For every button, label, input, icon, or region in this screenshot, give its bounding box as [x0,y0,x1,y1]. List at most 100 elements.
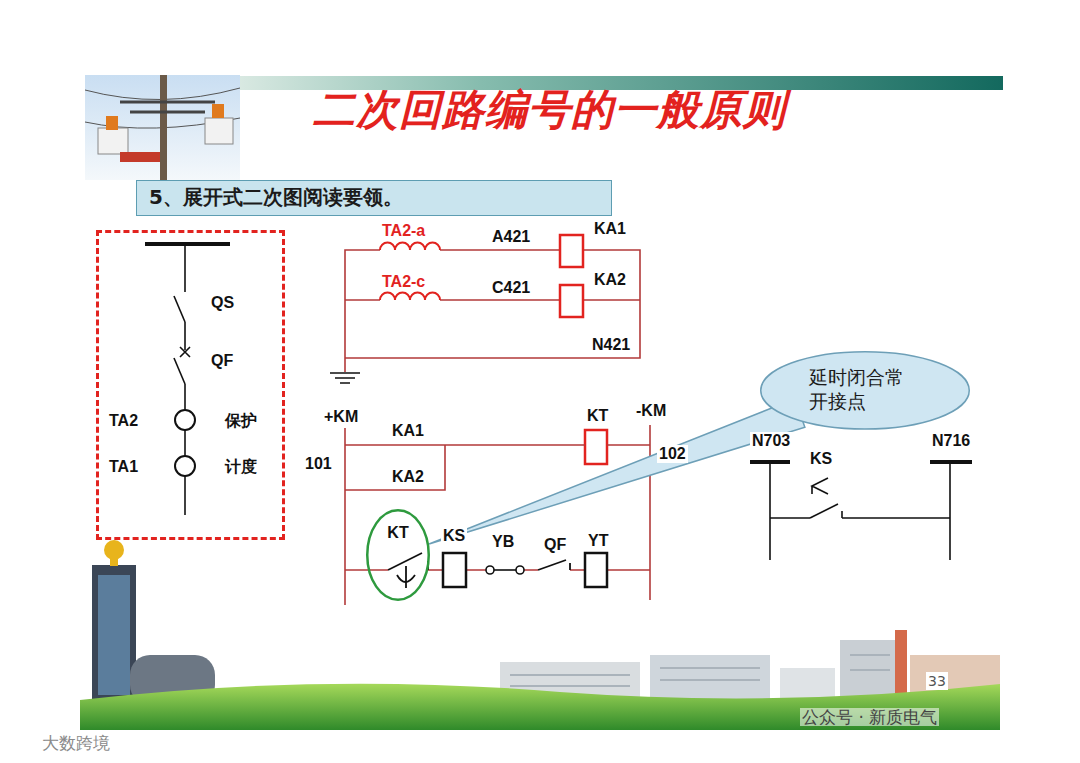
primary-circuit-frame-text: QF [211,351,233,371]
control-circuit-wire [649,425,651,600]
wire-number: 101 [303,455,334,473]
campus-buildings [650,655,770,700]
primary-wiring [184,322,186,350]
control-circuit-wire [345,425,650,605]
signal-circuit-wire [810,504,838,518]
primary-circuit-frame-text: 保护 [225,411,257,431]
tower-building [104,540,124,560]
callout-bubble-text: 延时闭合常 开接点 [809,366,921,414]
signal-circuit-wire [750,462,972,560]
tower-building [110,558,118,566]
control-circuit-wire [345,445,445,490]
relay-coil [585,430,607,464]
primary-wiring [184,384,186,410]
current-transformer-coil [380,243,440,250]
wire-number: A421 [490,228,532,246]
tower-building [92,540,215,705]
callout-bubble: 延时闭合常 开接点 [760,351,970,430]
contact-label: KA2 [390,468,426,486]
header-photo [120,102,215,112]
relay-label: KS [441,527,467,545]
relay-label: YT [586,532,610,550]
grass [80,684,1000,730]
ground-symbol [330,373,360,383]
primary-circuit-frame-text: TA2 [109,411,138,431]
control-circuit-wire [344,428,346,605]
header-photo [160,75,167,180]
signal-circuit-wire [770,462,950,560]
relay-coil [560,285,583,317]
slide-title: 二次回路编号的一般原则 [313,82,786,138]
fuse-link-symbol [486,566,494,574]
contact-label: KA1 [390,422,426,440]
primary-circuit-frame-text: 计度 [225,457,257,477]
control-circuit-wire [345,444,650,446]
contact-symbol [405,566,407,588]
link-label: YB [490,533,516,551]
relay-label: KT [585,407,610,425]
transformer-label: TA2-a [380,222,427,240]
primary-wiring [175,410,195,430]
primary-wiring [174,358,185,384]
bus-label: +KM [322,408,360,426]
current-circuit-wire [345,250,640,372]
primary-wiring [175,456,195,476]
signal-circuit-wire [750,460,972,464]
relay-label: KA1 [592,220,628,238]
ground-symbol [330,373,360,383]
callout-bubble-outline [761,351,970,428]
header-photo [205,118,233,144]
current-circuit-wire [345,299,380,301]
highlight-circle-outline [367,510,429,600]
signal-circuit-wire [841,511,843,518]
wire-number: C421 [490,279,532,297]
callout-pointer [429,399,805,544]
primary-wiring [174,296,185,322]
current-circuit-wire [440,299,640,301]
contact-symbol [538,560,566,570]
current-transformer-coil [380,293,440,300]
callout-pointer [429,399,805,544]
header-photo [120,152,160,162]
wire-number: 102 [657,445,688,463]
relay-coil [560,235,583,267]
watermark: 公众号 · 新质电气 [800,708,939,726]
campus-buildings [510,655,890,686]
watermark: 大数跨境 [40,734,112,752]
primary-wiring [145,242,230,246]
fuse-link-symbol [494,569,516,571]
primary-circuit-frame-text: TA1 [109,457,138,477]
primary-wiring [184,476,186,515]
tower-building [98,575,130,695]
primary-wiring [180,347,190,357]
bus-label: -KM [634,402,668,420]
highlight-circle-text: KT [387,523,408,543]
campus-buildings [500,630,1000,700]
fuse-link-symbol [486,566,524,574]
contact-label: QF [542,536,568,554]
primary-circuit-frame-text: QS [211,293,234,313]
grass [80,684,1000,730]
contact-symbol [569,563,571,570]
header-photo [106,116,118,130]
primary-wiring [184,430,186,456]
subtitle-box: 5、展开式二次图阅读要领。 [136,180,612,216]
page-number: 33 [926,672,948,690]
primary-wiring [184,244,186,292]
current-circuit-wire [345,250,640,358]
signal-relay-coil [443,553,466,587]
signal-circuit-wire [812,478,828,494]
header-photo [85,75,240,180]
contact-symbol [388,553,570,588]
control-circuit-wire [345,569,388,571]
bus-label: N716 [930,432,972,450]
campus-buildings [780,668,835,700]
fuse-link-symbol [516,566,524,574]
tower-building [92,565,136,705]
header-photo [98,128,128,154]
wire-number: N421 [590,336,632,354]
campus-buildings [895,630,907,700]
primary-wiring [145,244,230,515]
subtitle-box-text: 5、展开式二次图阅读要领。 [149,185,403,210]
